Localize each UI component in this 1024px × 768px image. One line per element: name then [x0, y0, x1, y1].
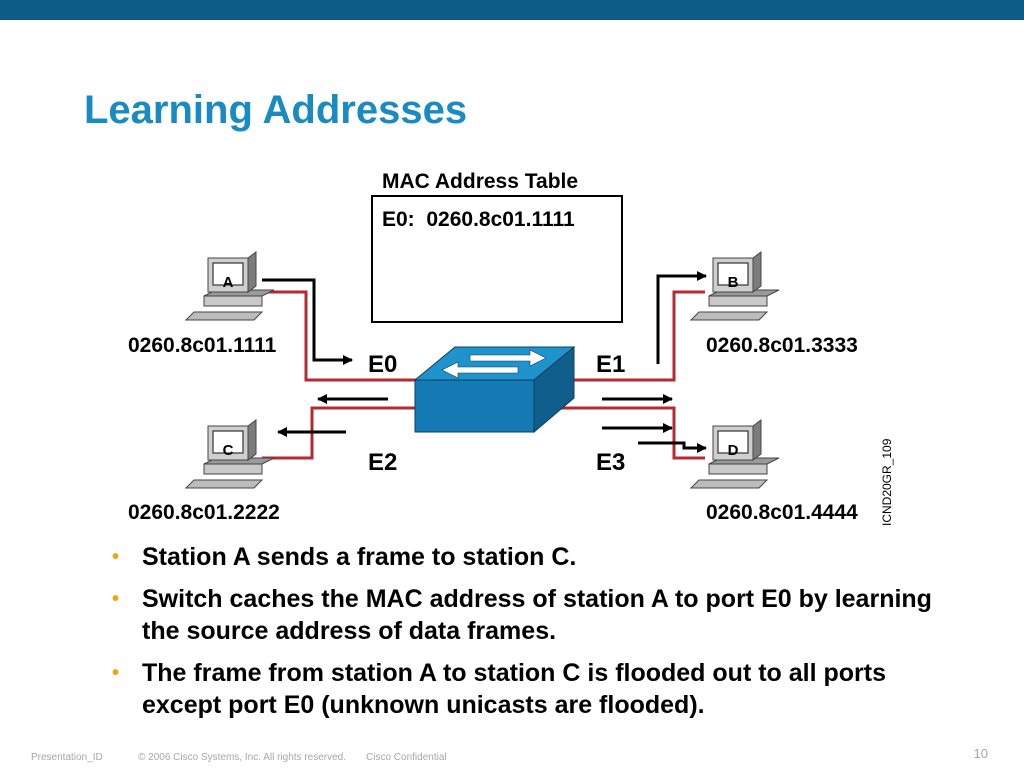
bullet-list: •Station A sends a frame to station C. •… [112, 541, 952, 731]
footer-presentation-id: Presentation_ID [31, 752, 103, 763]
station-b: B 0260.8c01.3333 [690, 251, 858, 357]
slide-title: Learning Addresses [84, 88, 468, 132]
port-e2-label: E2 [368, 449, 397, 476]
station-a-label: A [223, 274, 234, 291]
port-e0-label: E0 [368, 351, 397, 378]
link-a-e0 [262, 290, 420, 382]
mac-table-entries: E0: 0260.8c01.1111 [382, 208, 575, 231]
switch-icon [413, 345, 576, 434]
footer-copyright: © 2006 Cisco Systems, Inc. All rights re… [138, 752, 347, 763]
arrow-to-d [638, 441, 707, 453]
arrow-to-b [656, 271, 707, 364]
page-number: 10 [973, 746, 988, 761]
station-b-mac: 0260.8c01.3333 [706, 334, 858, 357]
link-b-e1 [560, 290, 705, 382]
station-d-label: D [728, 442, 739, 459]
bullet-item: •Switch caches the MAC address of statio… [112, 585, 932, 645]
station-d-mac: 0260.8c01.4444 [706, 501, 858, 524]
bullet-item: •The frame from station A to station C i… [112, 659, 886, 719]
arrow-a-to-switch [262, 278, 353, 365]
station-c-mac: 0260.8c01.2222 [128, 501, 280, 524]
station-b-label: B [728, 274, 739, 291]
frame-flow-arrows [262, 271, 707, 453]
top-bar [0, 0, 1024, 20]
station-a: A 0260.8c01.1111 [128, 251, 277, 357]
bullet-text: Station A sends a frame to station C. [142, 543, 577, 571]
port-e1-label: E1 [596, 351, 625, 378]
mac-table-entry: E0: 0260.8c01.1111 [382, 208, 575, 231]
bullet-text: Switch caches the MAC address of station… [142, 585, 932, 645]
mac-table-box [371, 195, 623, 323]
figure-id: ICND20GR_109 [880, 438, 894, 526]
link-d-e3 [560, 406, 705, 460]
mac-table-title: MAC Address Table [382, 170, 578, 193]
station-c-label: C [223, 442, 234, 459]
port-e3-label: E3 [596, 449, 625, 476]
bullet-item: •Station A sends a frame to station C. [112, 543, 577, 571]
footer-confidential: Cisco Confidential [366, 752, 447, 763]
station-a-mac: 0260.8c01.1111 [128, 334, 277, 357]
station-c: C 0260.8c01.2222 [128, 419, 280, 524]
bullet-text: The frame from station A to station C is… [142, 659, 886, 719]
station-d: D 0260.8c01.4444 [690, 419, 858, 524]
